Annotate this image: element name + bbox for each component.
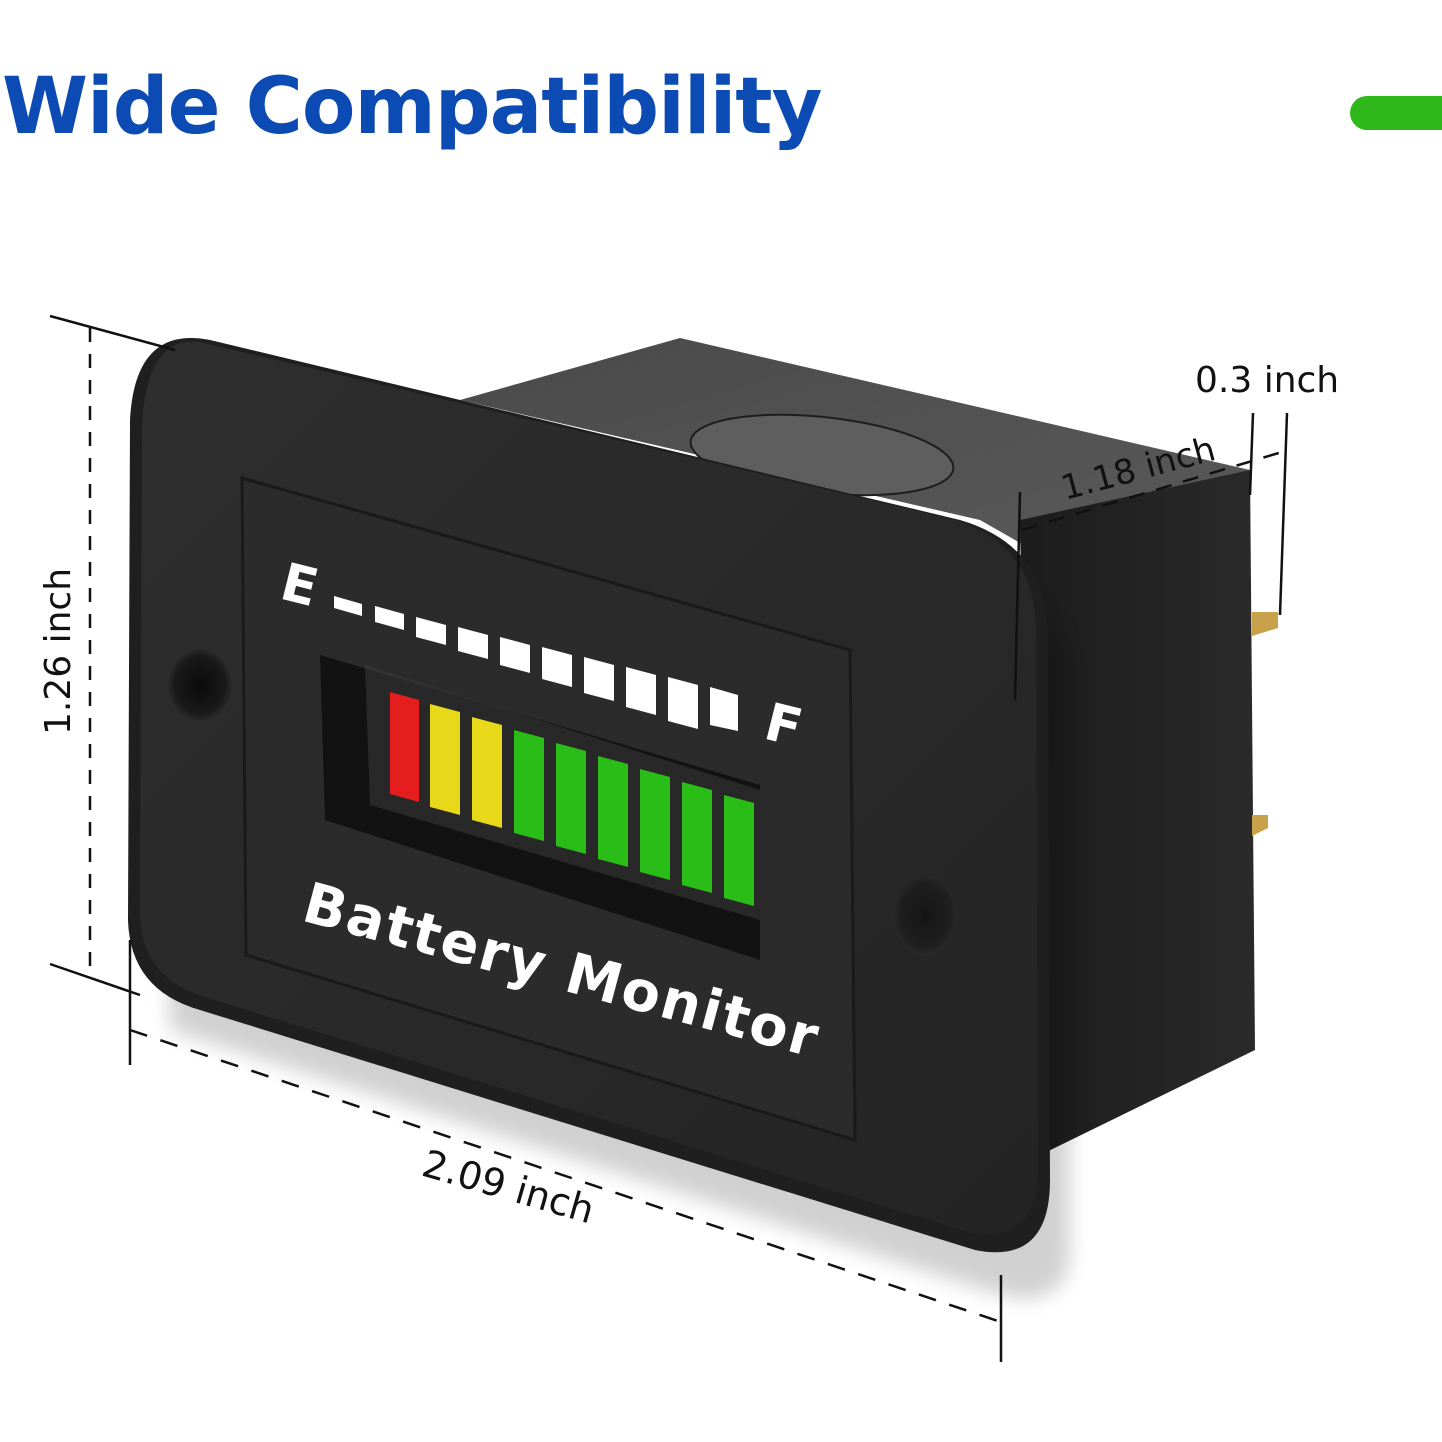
mounting-hole-left <box>168 649 232 721</box>
led-bar-green <box>556 743 586 854</box>
led-bar-green <box>514 730 544 841</box>
led-bar-green <box>724 795 754 906</box>
dimension-flange-label: 0.3 inch <box>1195 360 1339 401</box>
led-bar-red <box>390 692 419 802</box>
dimension-lines <box>49 314 1289 1362</box>
mounting-hole-right <box>893 875 957 955</box>
accent-bar <box>1350 96 1442 130</box>
terminal-pin <box>1252 815 1268 836</box>
led-bar-green <box>682 782 712 893</box>
scale-ticks <box>334 596 738 731</box>
led-bar-graph <box>390 692 754 906</box>
page-title: Wide Compatibility <box>2 62 822 152</box>
terminal-pin <box>1252 612 1278 636</box>
led-bar-yellow <box>430 704 460 815</box>
dimension-height-label: 1.26 inch <box>38 568 79 735</box>
led-bar-green <box>640 769 670 880</box>
led-bar-green <box>598 756 628 867</box>
led-bar-yellow <box>472 717 502 828</box>
